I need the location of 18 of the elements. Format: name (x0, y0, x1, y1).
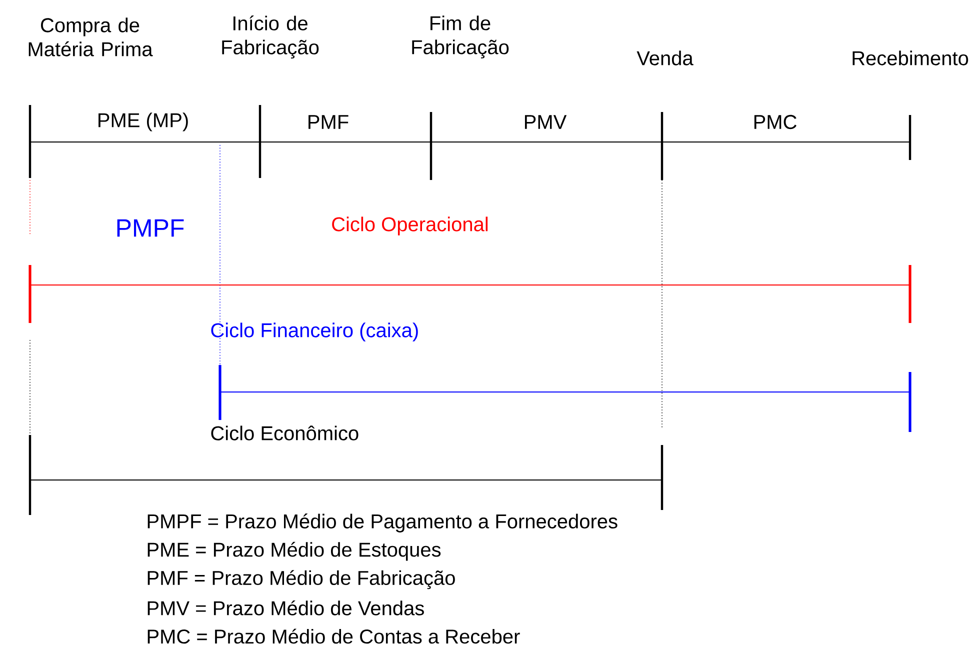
cycle-label: Ciclo Operacional (332, 216, 488, 236)
cycle-label: Ciclo Econômico (211, 426, 358, 440)
definition-text: PME = Prazo Médio de Estoques (148, 542, 441, 561)
event-label: Recebimento (852, 50, 968, 66)
definition-text: PMF = Prazo Médio de Fabricação (148, 570, 455, 590)
event-label: Fim de Fabricação (412, 16, 509, 58)
period-label: PMPF (117, 219, 184, 237)
cycle-label: Ciclo Financeiro (caixa) (211, 322, 418, 342)
definition-text: PMV = Prazo Médio de Vendas (148, 600, 424, 616)
period-label: PMC (754, 114, 796, 130)
definition-text: PMPF = Prazo Médio de Pagamento a Fornecedores (148, 514, 618, 532)
period-label: PMV (524, 115, 567, 129)
event-label: Compra de Matéria Prima (28, 18, 153, 56)
event-label: Início de Fabricação (222, 16, 319, 58)
period-label: PMF (308, 115, 348, 129)
definition-text: PMC = Prazo Médio de Contas a Receber (148, 628, 520, 644)
event-label: Venda (636, 50, 694, 66)
period-label: PME (MP) (98, 112, 188, 132)
